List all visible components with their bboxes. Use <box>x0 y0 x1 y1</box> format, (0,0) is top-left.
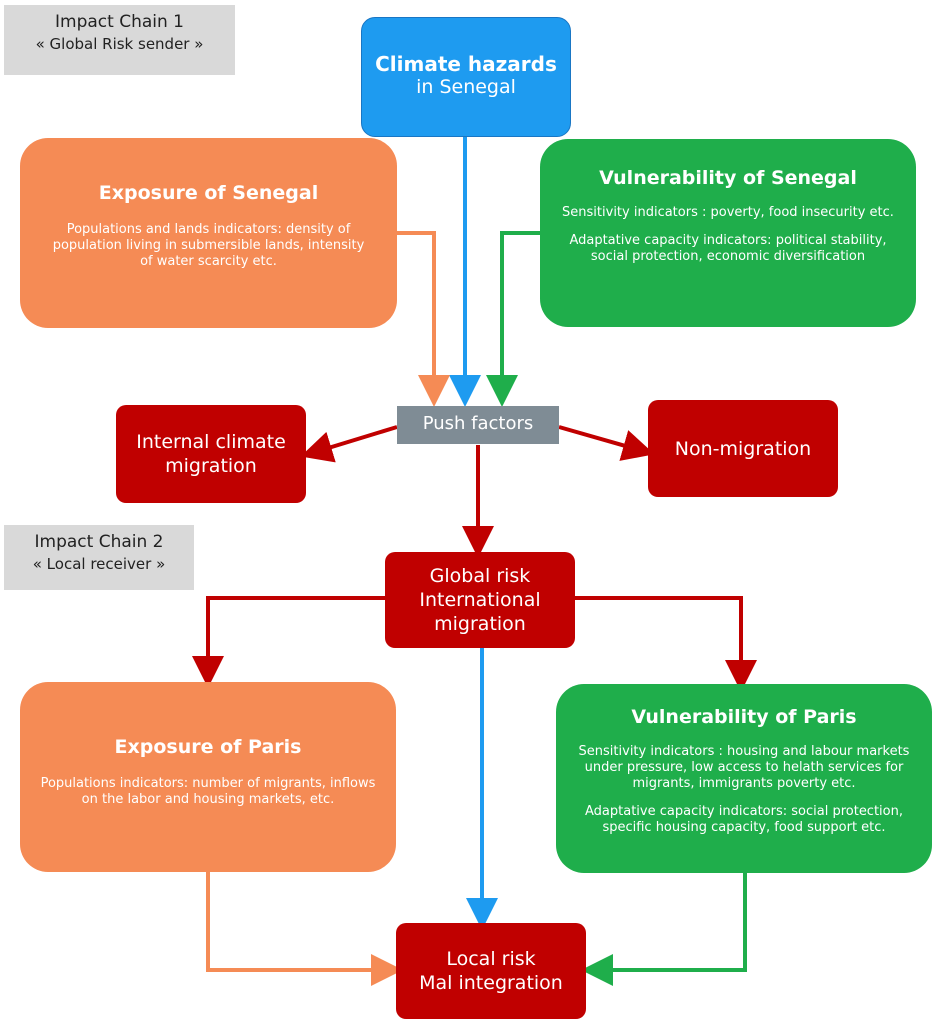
arrow-exposure-paris-to-local <box>206 872 403 986</box>
internal-migration-line2: migration <box>165 455 257 477</box>
vulnerability-paris-title: Vulnerability of Paris <box>631 706 857 728</box>
exposure-senegal-title: Exposure of Senegal <box>98 182 319 204</box>
impact-chain-2-label: Impact Chain 2 « Local receiver » <box>4 525 194 590</box>
vulnerability-paris-adaptive: Adaptative capacity indicators: social p… <box>585 804 903 835</box>
arrow-exposure-senegal-to-push <box>397 231 450 407</box>
impact-chain-1-subtitle: « Global Risk sender » <box>35 35 204 53</box>
vulnerability-senegal-adaptive: Adaptative capacity indicators: politica… <box>569 233 887 264</box>
exposure-paris-box: Exposure of Paris Populations indicators… <box>20 682 396 872</box>
exposure-paris-text: Populations indicators: number of migran… <box>40 776 376 807</box>
push-factors-box: Push factors <box>397 406 559 444</box>
exposure-senegal-text: Populations and lands indicators: densit… <box>52 222 365 269</box>
global-risk-box: Global risk International migration <box>385 552 575 648</box>
exposure-paris-title: Exposure of Paris <box>114 736 302 758</box>
internal-migration-line1: Internal climate <box>136 431 286 453</box>
arrow-push-to-internal <box>300 425 398 463</box>
arrow-vulnerability-paris-to-local <box>581 873 747 986</box>
vulnerability-senegal-title: Vulnerability of Senegal <box>599 167 857 189</box>
exposure-senegal-box: Exposure of Senegal Populations and land… <box>20 138 397 328</box>
impact-chain-2-title: Impact Chain 2 <box>34 532 164 552</box>
non-migration-box: Non-migration <box>648 400 838 497</box>
vulnerability-paris-sensitivity: Sensitivity indicators : housing and lab… <box>578 744 910 791</box>
global-risk-line3: migration <box>434 613 526 635</box>
impact-chain-1-label: Impact Chain 1 « Global Risk sender » <box>4 5 235 75</box>
local-risk-line1: Local risk <box>446 948 536 970</box>
global-risk-line1: Global risk <box>429 565 531 587</box>
local-risk-box: Local risk Mal integration <box>396 923 586 1019</box>
push-factors-label: Push factors <box>422 413 534 434</box>
impact-chain-2-subtitle: « Local receiver » <box>32 555 166 573</box>
arrow-vulnerability-senegal-to-push <box>486 231 540 407</box>
arrow-push-to-nonmigration <box>558 425 655 461</box>
climate-hazards-subtitle: in Senegal <box>416 76 516 98</box>
impact-chain-1-title: Impact Chain 1 <box>55 12 184 32</box>
climate-hazards-box: Climate hazards in Senegal <box>361 17 571 137</box>
vulnerability-senegal-box: Vulnerability of Senegal Sensitivity ind… <box>540 139 916 327</box>
vulnerability-senegal-sensitivity: Sensitivity indicators : poverty, food i… <box>562 205 894 220</box>
global-risk-line2: International <box>419 589 541 611</box>
climate-hazards-title: Climate hazards <box>375 52 557 76</box>
internal-migration-box: Internal climate migration <box>116 405 306 503</box>
local-risk-line2: Mal integration <box>419 972 563 994</box>
non-migration-label: Non-migration <box>674 437 812 460</box>
arrow-global-to-vulnerability-paris <box>575 596 757 692</box>
arrow-global-to-exposure-paris <box>192 596 385 688</box>
vulnerability-paris-box: Vulnerability of Paris Sensitivity indic… <box>556 684 932 873</box>
